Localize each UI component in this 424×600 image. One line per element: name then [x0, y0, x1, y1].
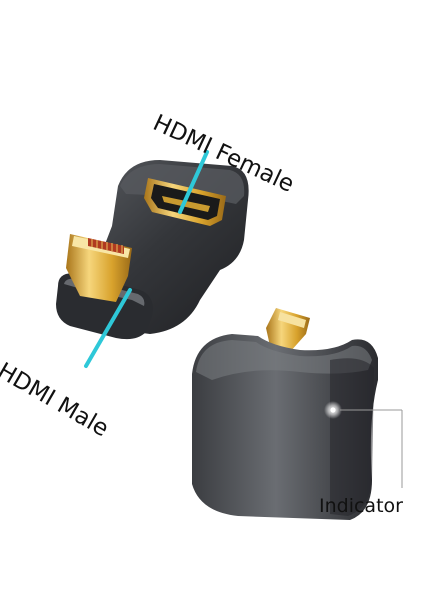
hdmi-male-plug	[66, 234, 132, 302]
indicator-callout-line	[340, 409, 403, 488]
indicator-led	[324, 401, 342, 419]
adapter-top	[56, 160, 249, 340]
male-callout-line	[84, 288, 132, 368]
indicator-label: Indicator	[319, 495, 403, 517]
female-callout-line	[178, 150, 209, 214]
adapter-bottom	[192, 308, 378, 520]
